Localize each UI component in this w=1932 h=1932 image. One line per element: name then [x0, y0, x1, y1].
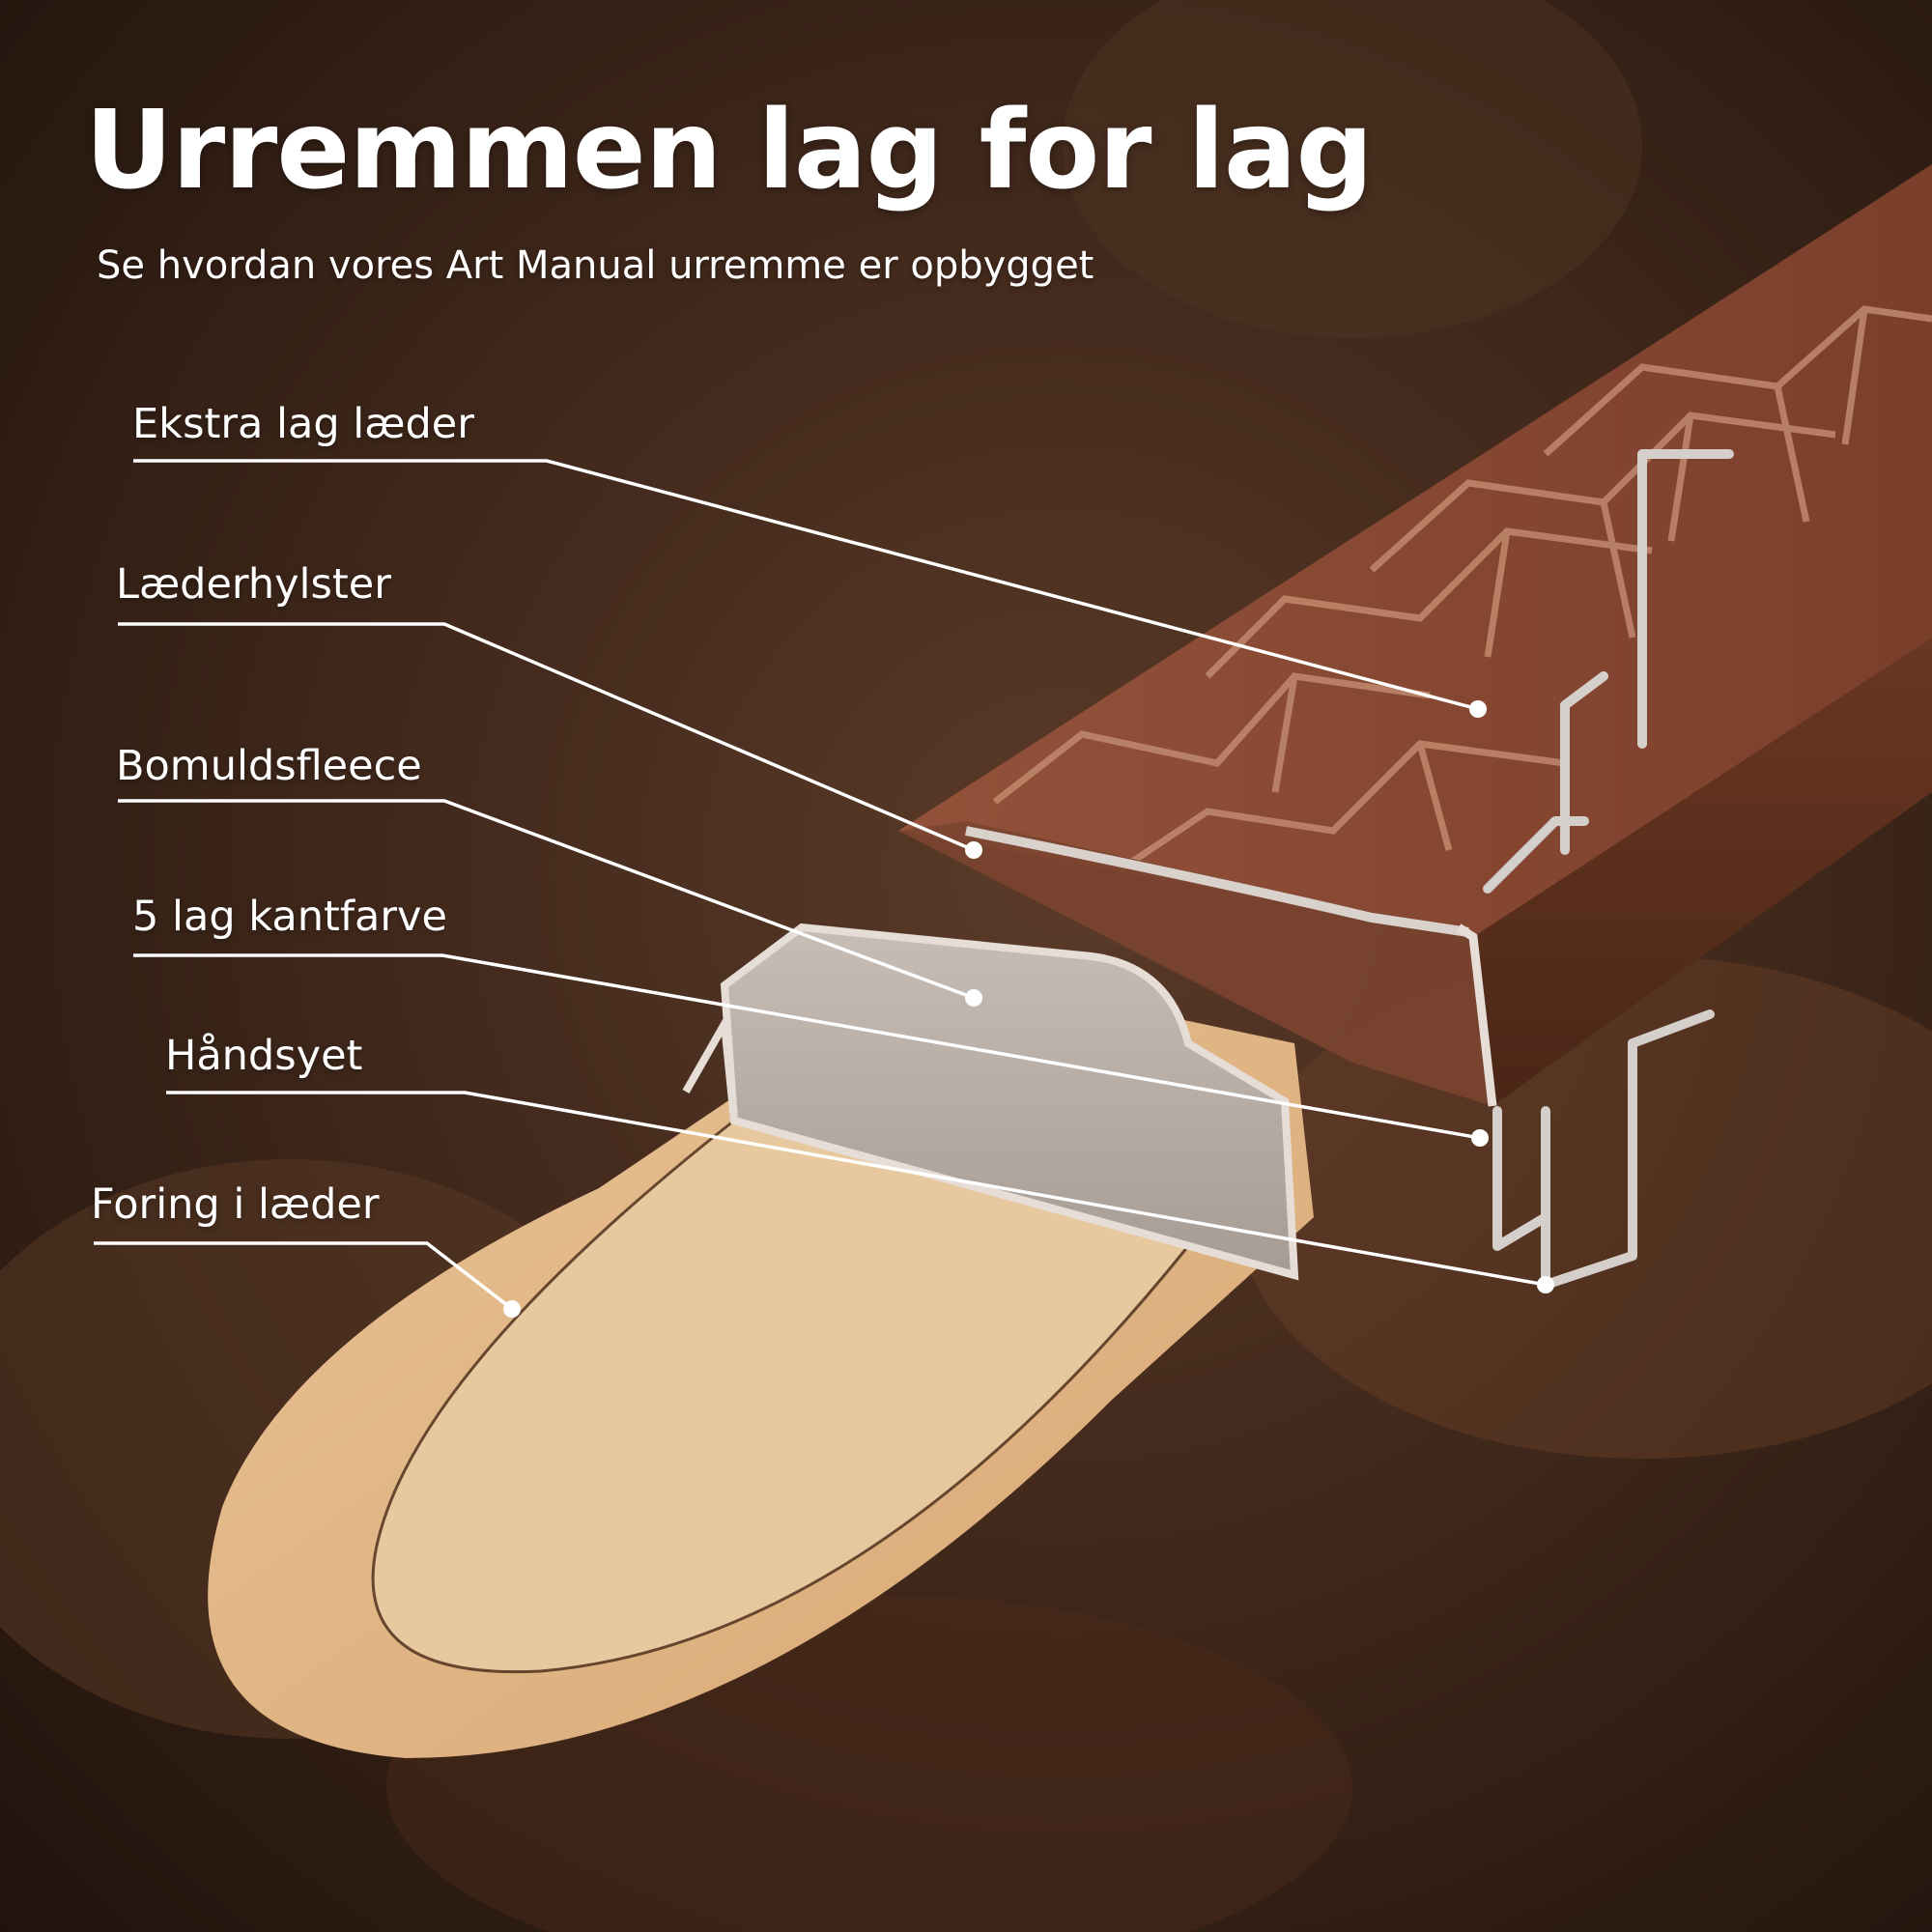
callout-label-edge-paint: 5 lag kantfarve [132, 893, 447, 941]
callout-dot-leather-lining [503, 1300, 521, 1318]
callout-label-leather-lining: Foring i læder [91, 1180, 380, 1229]
callout-label-cotton-fleece: Bomuldsfleece [116, 742, 422, 790]
leader-line-edge-paint [133, 953, 1481, 1140]
callout-dot-edge-paint [1471, 1129, 1489, 1147]
callout-label-leather-casing: Læderhylster [116, 560, 391, 609]
leather-casing-edge [965, 826, 1469, 937]
callout-label-extra-layer: Ekstra lag læder [132, 400, 474, 448]
leader-line-cotton-fleece [118, 799, 975, 1000]
callout-dot-cotton-fleece [965, 989, 982, 1007]
edge-paint-layers [1456, 923, 1497, 1107]
page-title: Urremmen lag for lag [85, 88, 1374, 213]
page-subtitle: Se hvordan vores Art Manual urremme er o… [97, 243, 1094, 288]
leader-line-extra-layer [133, 459, 1479, 711]
callout-dots [503, 700, 1554, 1318]
strap-top-surface [898, 164, 1932, 937]
callout-label-hand-stitched: Håndsyet [165, 1032, 363, 1080]
croc-pattern [992, 305, 1932, 872]
leader-line-leather-lining [94, 1241, 514, 1311]
leader-line-hand-stitched [166, 1091, 1547, 1287]
leader-line-leather-casing [118, 622, 975, 852]
cotton-fleece [720, 923, 1299, 1281]
callout-dot-hand-stitched [1537, 1276, 1554, 1293]
strap-side-face [1473, 638, 1932, 1106]
leader-lines [94, 459, 1547, 1311]
callout-dot-extra-layer [1469, 700, 1487, 718]
hand-stitch-thread [1483, 449, 1734, 1290]
callout-dot-leather-casing [965, 841, 982, 859]
lining-stitch-outline [371, 1119, 1191, 1674]
